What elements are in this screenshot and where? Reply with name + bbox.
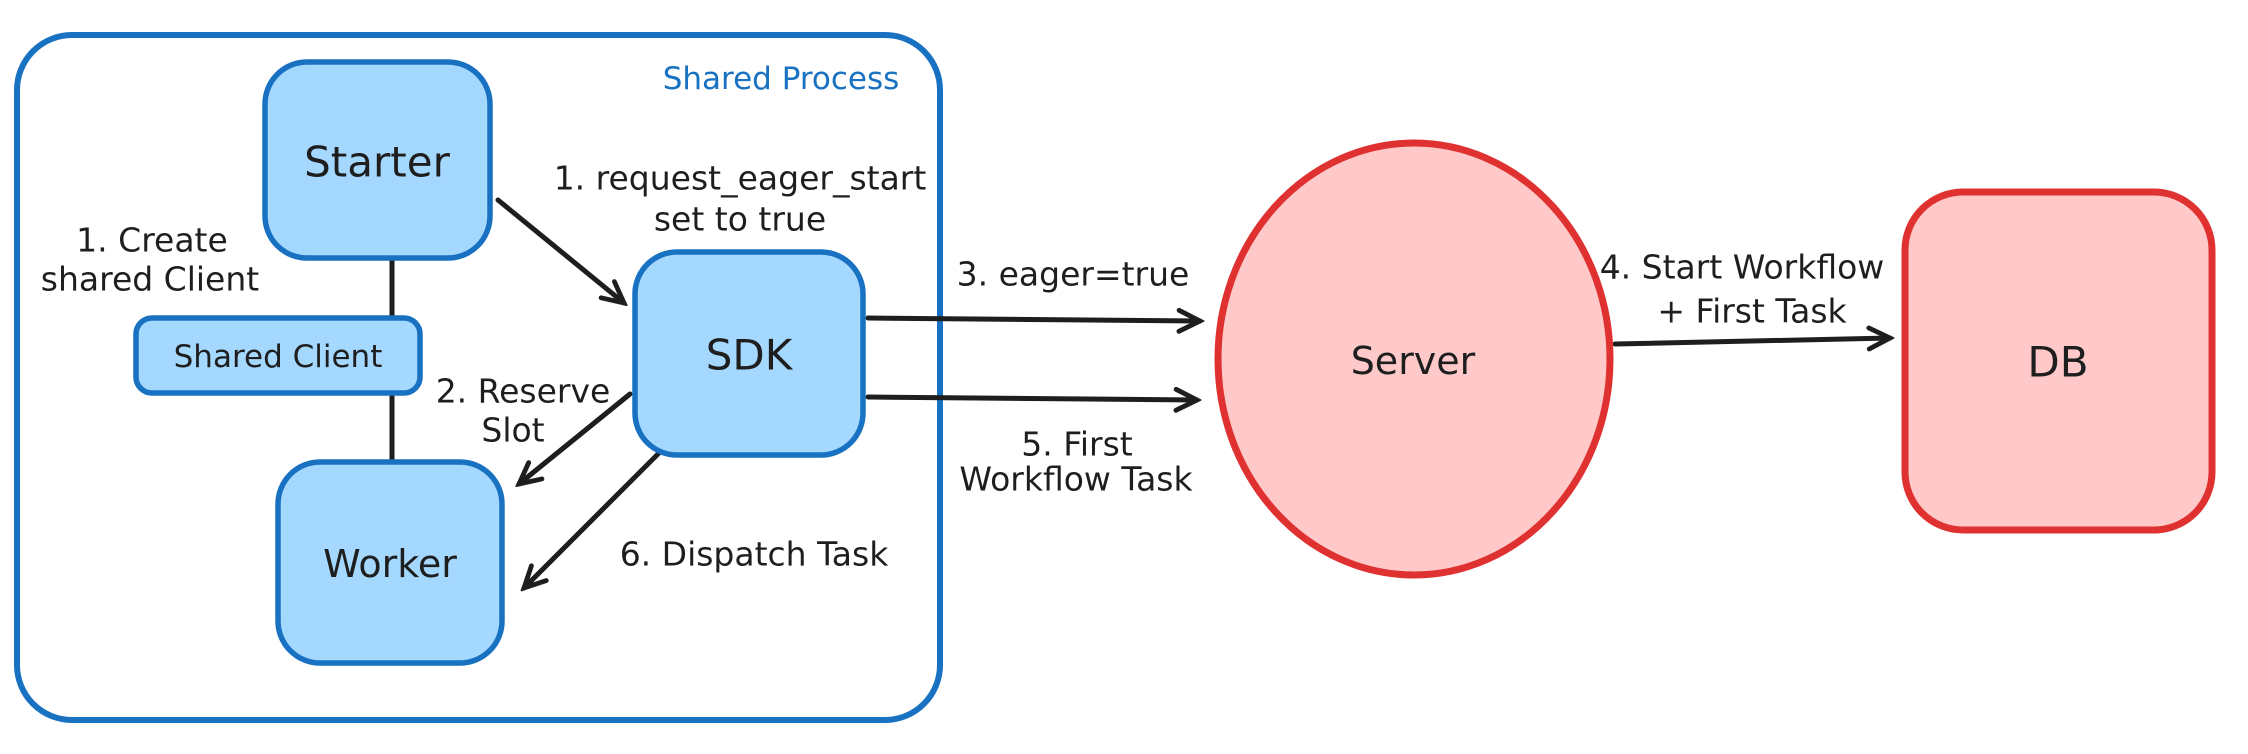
server-label: Server (1351, 339, 1476, 383)
arrow-request-eager-start (495, 197, 624, 303)
arrow-reserve-slot (519, 391, 633, 484)
reserve-slot-label-line1: 2. Reserve (436, 372, 611, 411)
shared-client-node (133, 315, 423, 396)
worker-label: Worker (323, 542, 457, 586)
create-shared-client-label-line2: shared Client (41, 260, 260, 299)
sdk-label: SDK (706, 331, 794, 380)
request-eager-start-label-line2: set to true (654, 200, 826, 239)
starter-label: Starter (304, 138, 450, 187)
first-workflow-task-label-line2: Workflow Task (959, 460, 1193, 499)
first-workflow-task-label-line1: 5. First (1021, 425, 1132, 464)
create-shared-client-label-line1: 1. Create (76, 221, 228, 260)
request-eager-start-label-line1: 1. request_eager_start (554, 159, 927, 198)
shared-process-container (14, 32, 943, 723)
arrow-start-workflow (1612, 338, 1890, 344)
dispatch-task-label: 6. Dispatch Task (620, 535, 890, 574)
server-node (1214, 139, 1614, 579)
worker-node (275, 459, 505, 666)
shared-process-label: Shared Process (663, 61, 900, 97)
reserve-slot-label-line2: Slot (481, 411, 544, 450)
start-workflow-label-line2: + First Task (1657, 292, 1847, 331)
db-label: DB (2027, 338, 2088, 387)
arrow-dispatch-task (524, 448, 664, 588)
db-node (1901, 188, 2216, 534)
start-workflow-label-line1: 4. Start Workflow (1600, 248, 1885, 287)
eager-true-label: 3. eager=true (957, 255, 1190, 294)
shared-client-label: Shared Client (174, 339, 383, 375)
starter-node (262, 59, 493, 261)
arrow-eager-true (865, 318, 1200, 321)
sdk-node (632, 249, 866, 458)
arrow-first-workflow-task (865, 397, 1197, 400)
